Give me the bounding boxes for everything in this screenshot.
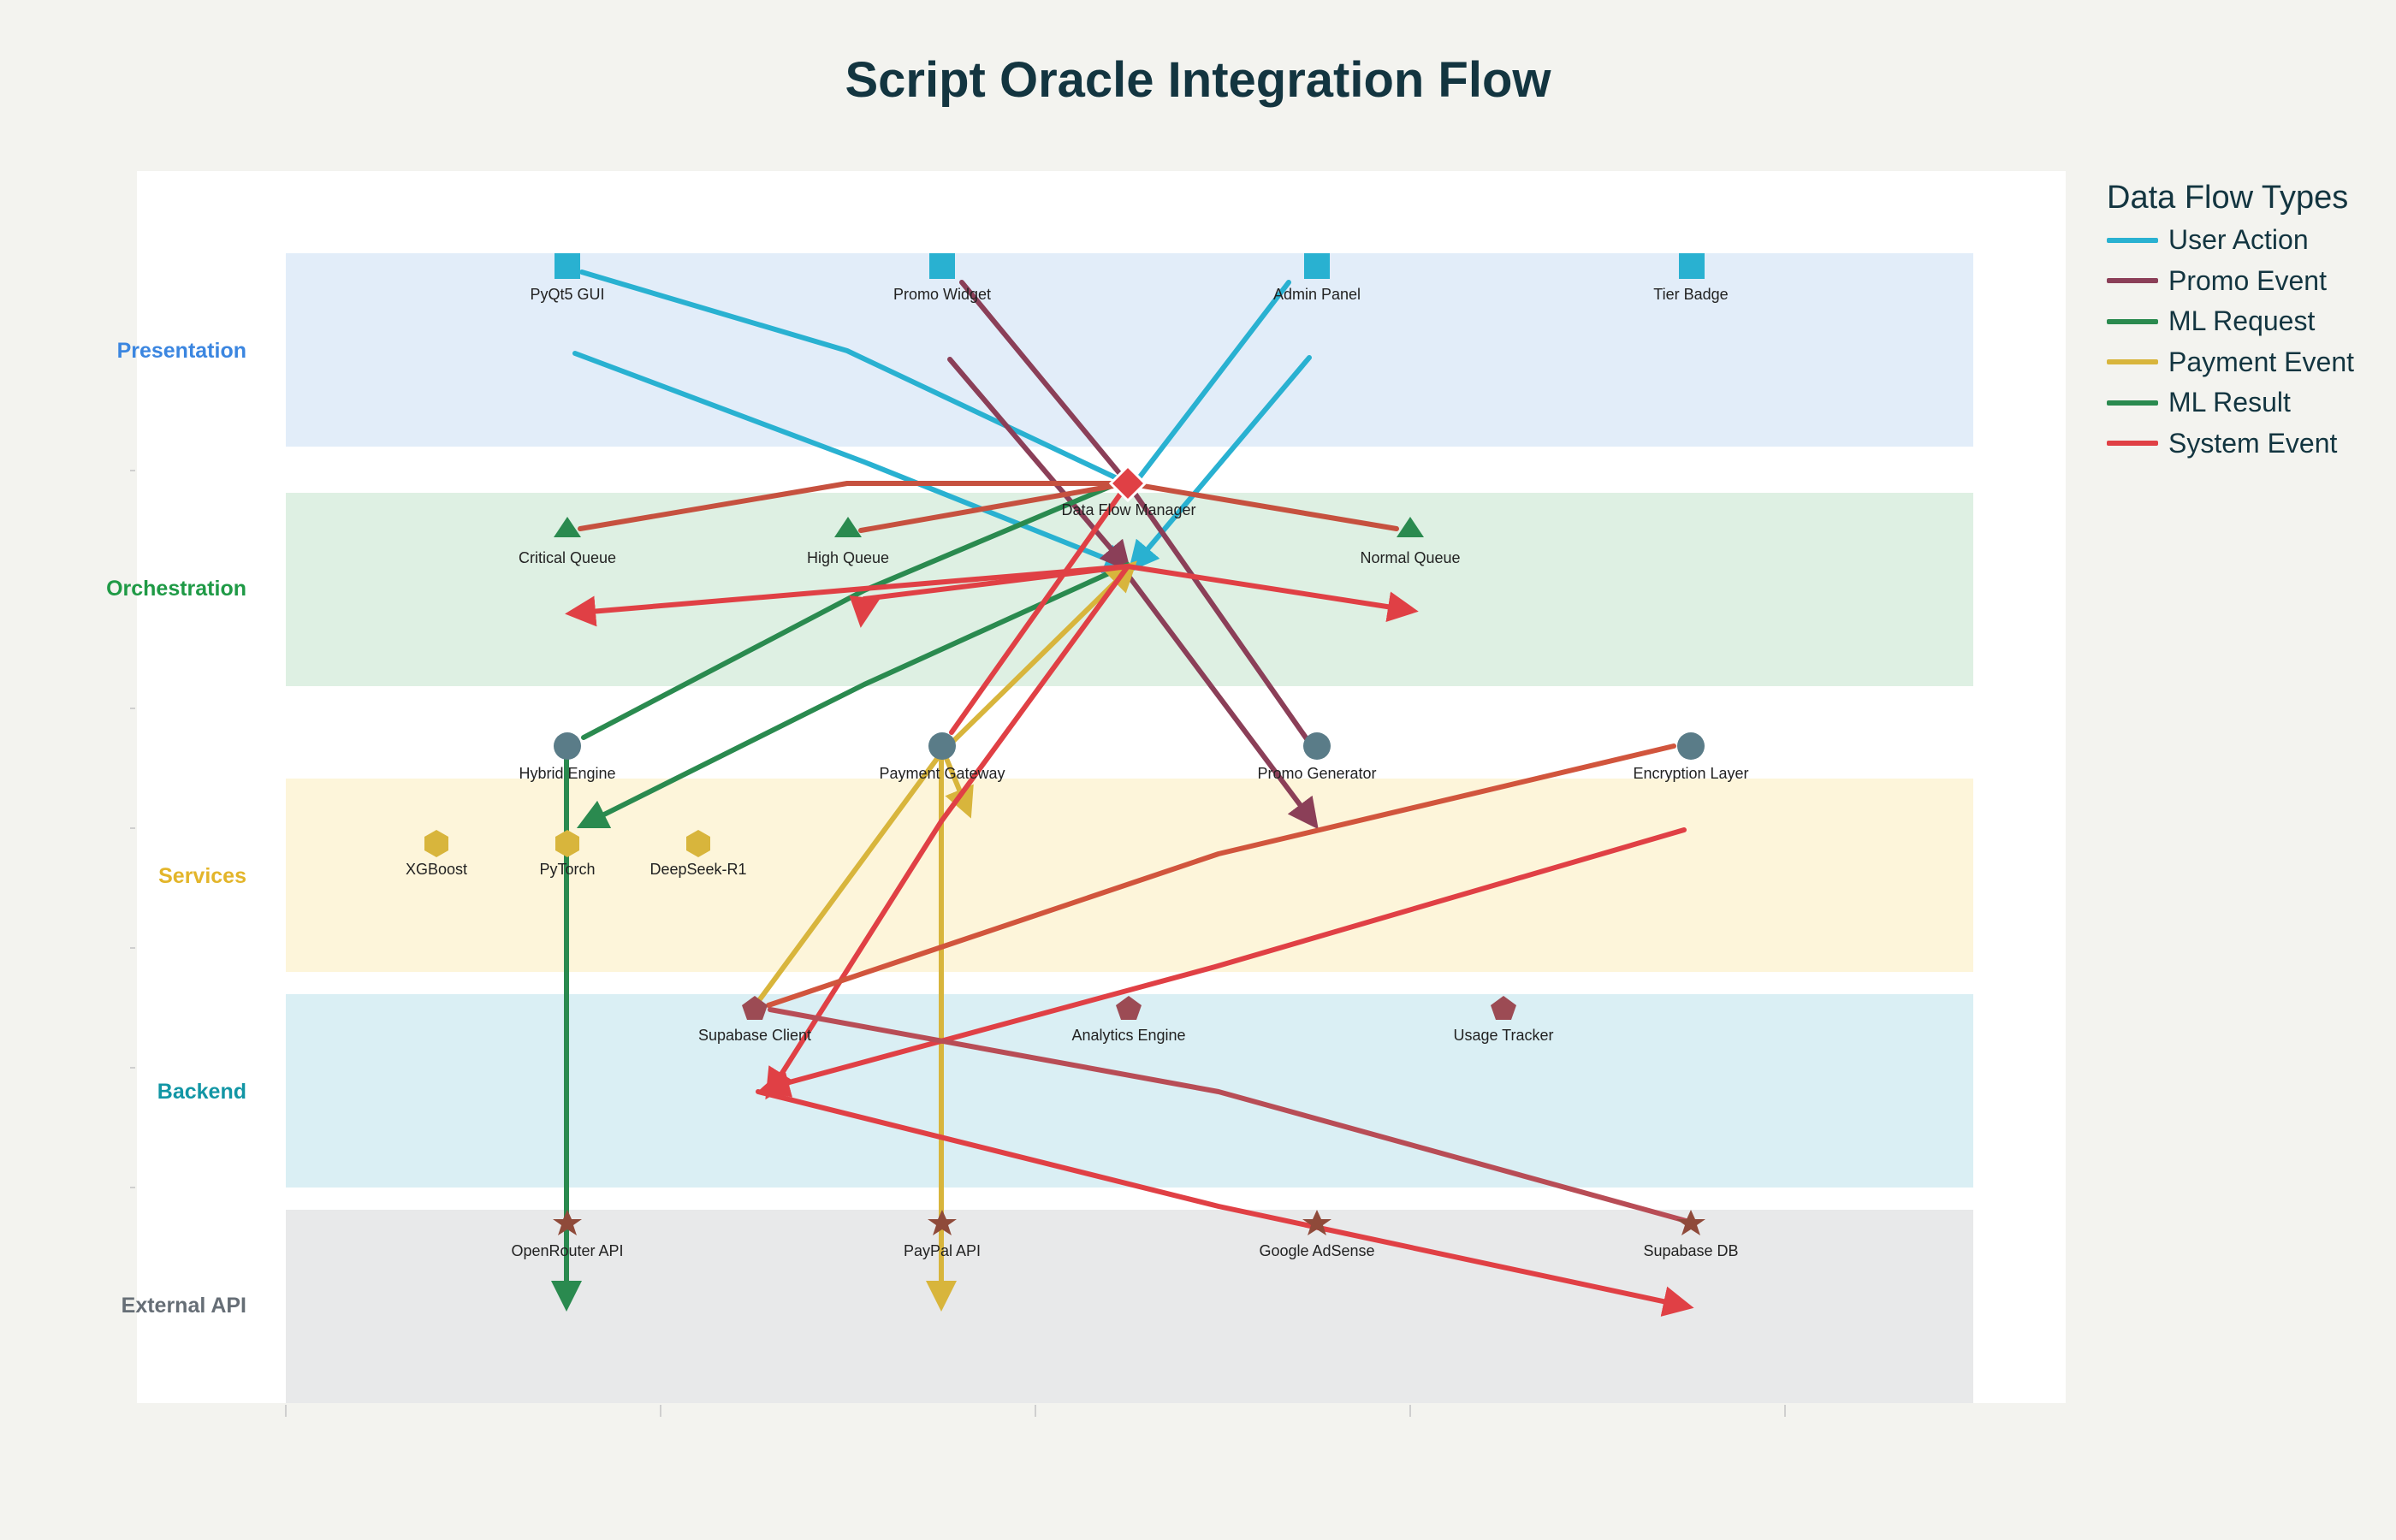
node-data-flow-manager[interactable]: [1108, 464, 1148, 503]
flow-user-action-admin-dfm: [1136, 280, 1291, 482]
node-label: Supabase Client: [698, 1027, 811, 1044]
node-normal-queue[interactable]: [1397, 517, 1424, 537]
flow-user-action-admin-dfm-arrow: [1128, 355, 1312, 572]
flow-user-action-pyqt5-dfm-arrow: [572, 351, 1136, 574]
node-label: High Queue: [807, 549, 889, 566]
node-label: Critical Queue: [519, 549, 616, 566]
flow-system-encryption-supabase: [758, 827, 1687, 1098]
band-external-api: [286, 1210, 1973, 1403]
band-label-backend: Backend: [157, 1080, 246, 1104]
flow-system-supabase-db: [756, 1089, 1694, 1317]
legend-item-promo-event[interactable]: Promo Event: [2107, 261, 2354, 302]
node-hybrid-engine[interactable]: [554, 732, 581, 760]
node-paypal-api[interactable]: [928, 1210, 957, 1235]
node-high-queue[interactable]: [834, 517, 862, 537]
legend-label: System Event: [2168, 427, 2338, 459]
node-label: Encryption Layer: [1633, 765, 1748, 782]
flow-system-gateway-dfm: [949, 481, 1130, 735]
node-label: Admin Panel: [1273, 286, 1361, 303]
legend-swatch: [2107, 359, 2158, 365]
legend-swatch: [2107, 441, 2158, 447]
node-label: Supabase DB: [1643, 1242, 1738, 1259]
legend-label: ML Request: [2168, 305, 2316, 337]
band-label-presentation: Presentation: [117, 339, 246, 363]
legend-label: ML Result: [2168, 387, 2291, 418]
legend-label: User Action: [2168, 224, 2309, 256]
diagram-title: Script Oracle Integration Flow: [845, 52, 1551, 108]
layer-bands: [286, 253, 1973, 1403]
legend: Data Flow Types User Action Promo Event …: [2107, 180, 2354, 464]
flow-promo-event-generator-arrow: [1125, 572, 1319, 830]
flow-system-supabase-db-link: [768, 1007, 1692, 1224]
flow-user-action-pyqt5-dfm: [579, 270, 1130, 486]
legend-item-system-event[interactable]: System Event: [2107, 424, 2354, 465]
node-pytorch[interactable]: [555, 830, 579, 857]
node-label: Google AdSense: [1259, 1242, 1374, 1259]
node-label: Tier Badge: [1653, 286, 1728, 303]
legend-item-payment-event[interactable]: Payment Event: [2107, 342, 2354, 383]
node-label: PayPal API: [904, 1242, 981, 1259]
node-promo-generator[interactable]: [1303, 732, 1331, 760]
band-label-services: Services: [158, 864, 246, 888]
node-label: OpenRouter API: [511, 1242, 623, 1259]
legend-swatch: [2107, 400, 2158, 406]
legend-title: Data Flow Types: [2107, 180, 2349, 216]
node-label: Promo Widget: [893, 286, 991, 303]
node-label: PyTorch: [539, 861, 595, 878]
legend-swatch: [2107, 318, 2158, 324]
axis-ticks: [130, 470, 1786, 1417]
legend-item-ml-request[interactable]: ML Request: [2107, 301, 2354, 342]
node-labels: PyQt5 GUI Promo Widget Admin Panel Tier …: [406, 286, 1749, 1259]
node-label: Analytics Engine: [1071, 1027, 1185, 1044]
node-usage-tracker[interactable]: [1491, 996, 1516, 1020]
node-label: XGBoost: [406, 861, 467, 878]
node-label: DeepSeek-R1: [649, 861, 746, 878]
flow-system-dfm-supabase: [765, 564, 1130, 1100]
flow-promo-event-dfm-arrow: [947, 357, 1131, 572]
flow-system-supabase-encryption: [766, 743, 1676, 1008]
legend-label: Payment Event: [2168, 346, 2354, 377]
band-label-orchestration: Orchestration: [106, 577, 246, 601]
band-backend: [286, 994, 1973, 1188]
flow-system-dfm-normal: [1125, 564, 1419, 623]
node-label: Payment Gateway: [879, 765, 1005, 782]
node-supabase-db[interactable]: [1676, 1210, 1705, 1235]
node-label: Data Flow Manager: [1061, 501, 1195, 518]
node-encryption-layer[interactable]: [1677, 732, 1705, 760]
node-admin-panel[interactable]: [1304, 253, 1330, 279]
legend-item-ml-result[interactable]: ML Result: [2107, 382, 2354, 424]
band-orchestration: [286, 493, 1973, 686]
legend-swatch: [2107, 278, 2158, 284]
flow-system-queue-links: [578, 481, 1399, 531]
legend-item-user-action[interactable]: User Action: [2107, 220, 2354, 261]
node-label: Normal Queue: [1360, 549, 1460, 566]
node-critical-queue[interactable]: [554, 517, 581, 537]
band-presentation: [286, 253, 1973, 447]
node-openrouter-api[interactable]: [553, 1210, 582, 1235]
node-label: PyQt5 GUI: [530, 286, 604, 303]
node-xgboost[interactable]: [424, 830, 448, 857]
node-pyqt5-gui[interactable]: [555, 253, 580, 279]
node-label: Promo Generator: [1257, 765, 1376, 782]
node-label: Hybrid Engine: [519, 765, 615, 782]
node-deepseek[interactable]: [686, 830, 710, 857]
flow-system-dfm-high-link: [858, 481, 1130, 533]
node-payment-gateway[interactable]: [928, 732, 956, 760]
node-google-adsense[interactable]: [1302, 1210, 1331, 1235]
legend-label: Promo Event: [2168, 264, 2327, 296]
flow-system-dfm-critical: [565, 564, 1130, 627]
flow-system-dfm-high: [849, 564, 1130, 628]
node-label: Usage Tracker: [1453, 1027, 1553, 1044]
node-promo-widget[interactable]: [929, 253, 955, 279]
legend-swatch: [2107, 237, 2158, 243]
band-label-external-api: External API: [122, 1294, 246, 1318]
diagram-nodes: [424, 253, 1705, 1235]
node-supabase-client[interactable]: [742, 996, 768, 1020]
node-tier-badge[interactable]: [1679, 253, 1705, 279]
node-analytics-engine[interactable]: [1116, 996, 1142, 1020]
